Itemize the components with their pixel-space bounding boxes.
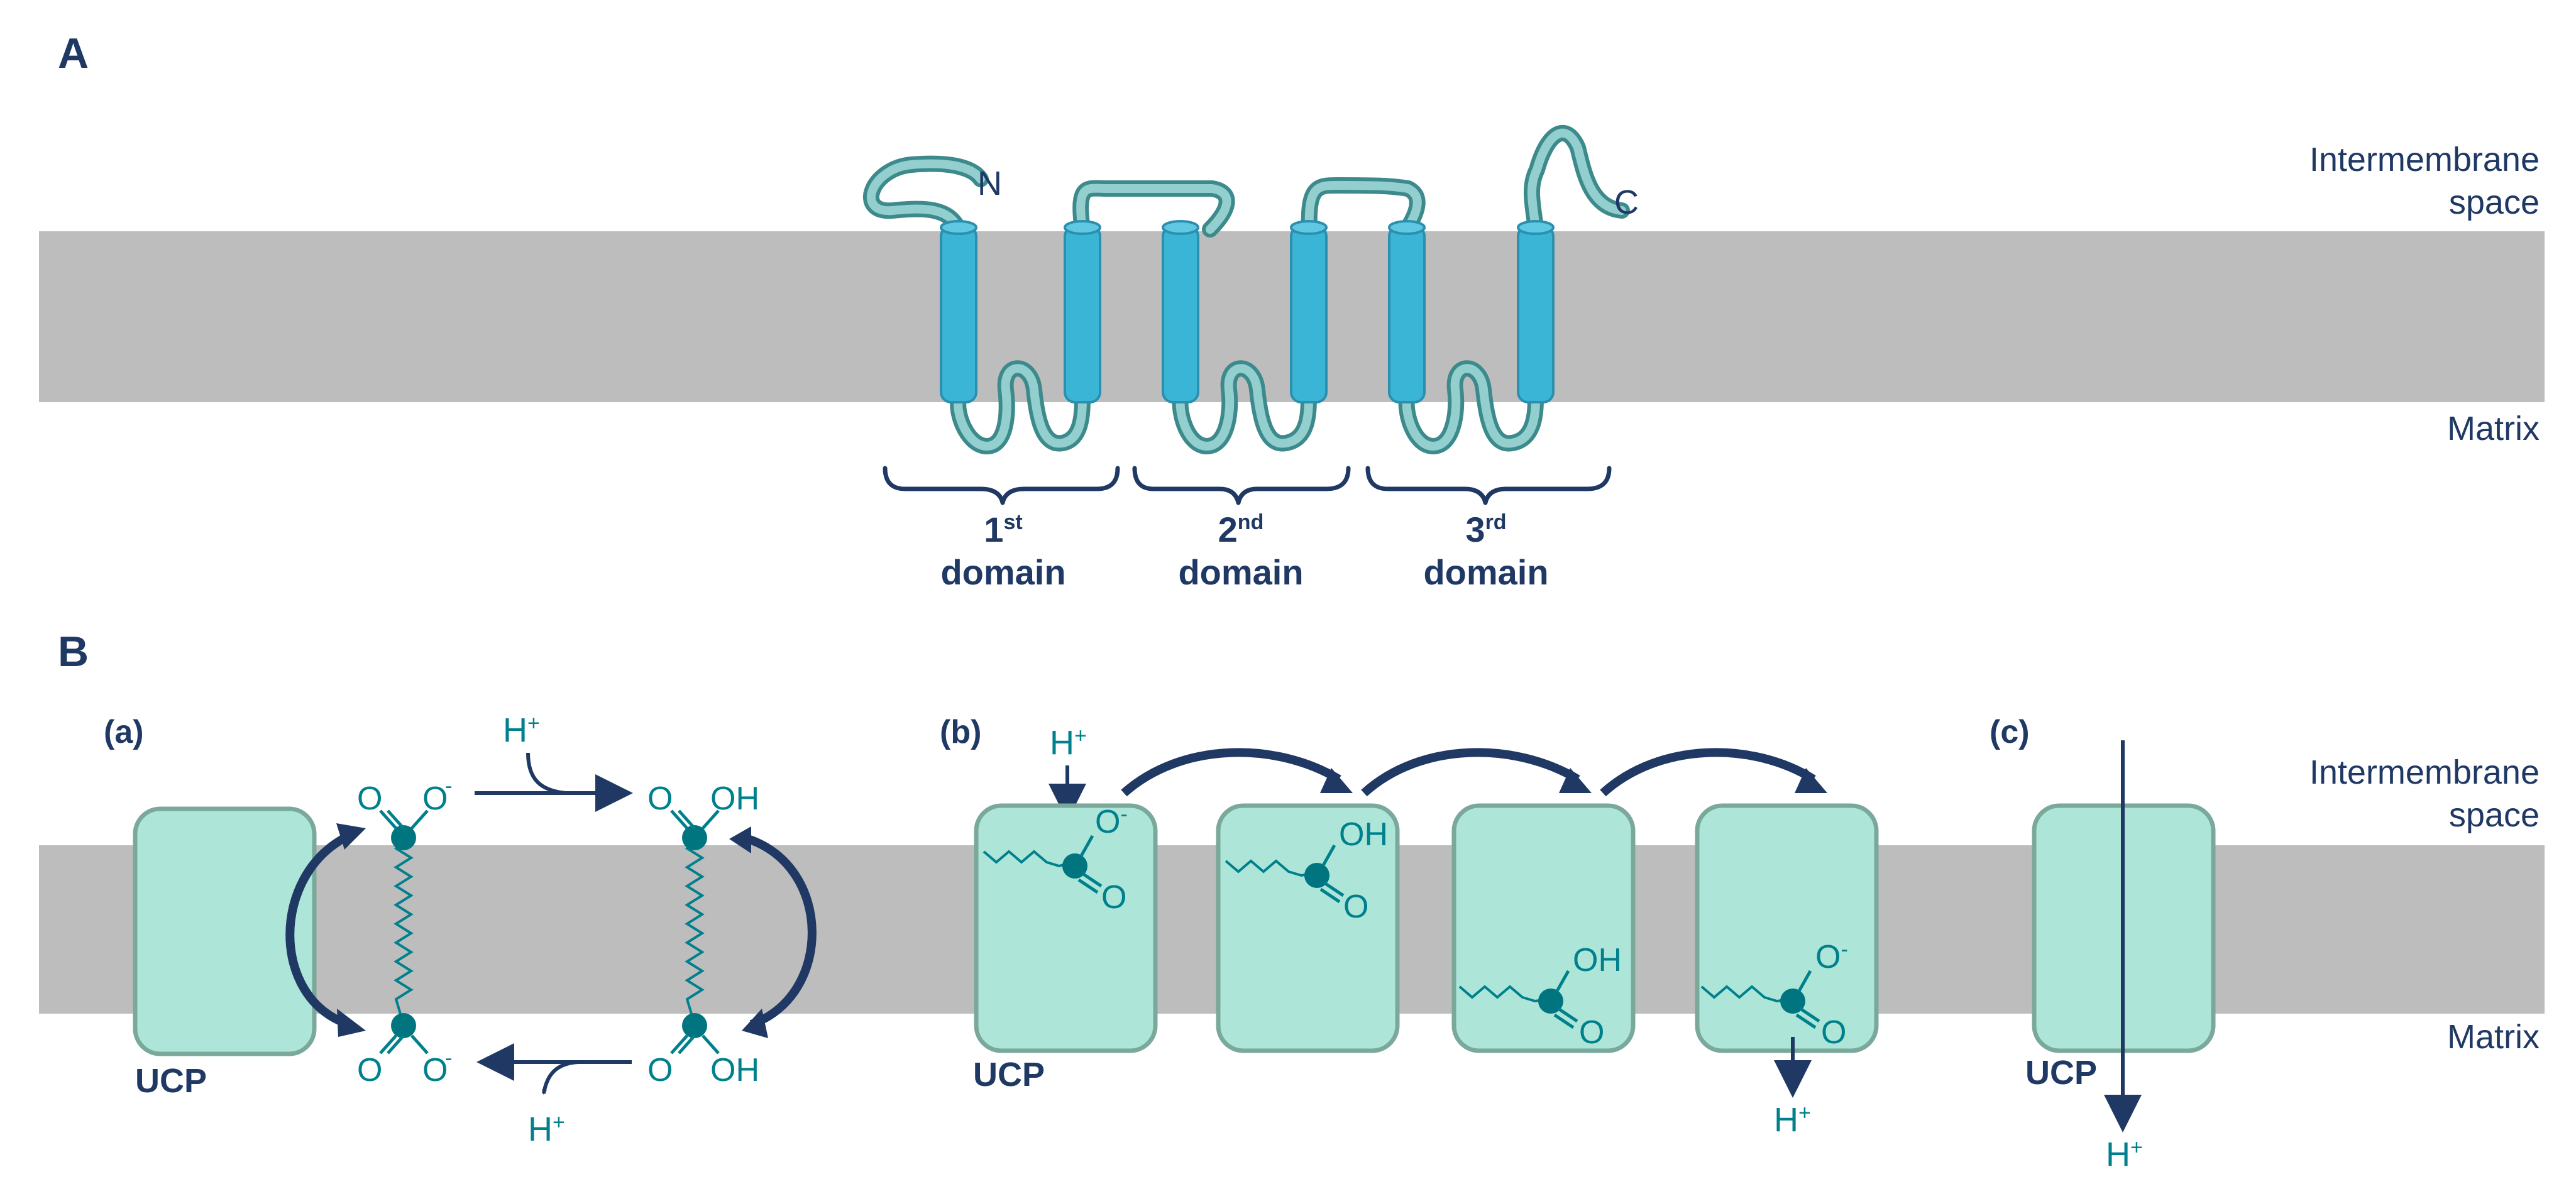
transfer-arrow-3 — [1600, 748, 1816, 797]
panel-b-intermembrane-label: Intermembrane — [2309, 753, 2540, 791]
flip-arrow-right — [746, 835, 817, 1029]
helix-5 — [1388, 220, 1426, 403]
svg-text:2nd: 2nd — [1218, 510, 1264, 549]
panel-a-matrix-label: Matrix — [2447, 410, 2540, 447]
flip-arrowhead-right-top — [729, 826, 751, 853]
domain-3-brace — [1365, 466, 1612, 505]
helix-4 — [1290, 220, 1328, 403]
svg-text:O: O — [1343, 889, 1368, 925]
svg-text:O: O — [1579, 1014, 1604, 1051]
flip-arrowhead-left-bottom — [337, 1009, 366, 1037]
svg-text:1st: 1st — [984, 510, 1022, 549]
fatty-acid-anion: O O - O O - — [357, 774, 452, 1088]
svg-text:O: O — [1101, 879, 1126, 916]
sub-b-molecule-1: O- O — [983, 803, 1128, 916]
sub-b-molecule-3: OH O — [1458, 942, 1622, 1051]
sub-a-ucp-box — [133, 806, 317, 1056]
sub-a-label: (a) — [104, 714, 144, 750]
svg-text:O: O — [647, 781, 673, 817]
c-terminus-label: C — [1614, 184, 1639, 221]
n-terminus-label: N — [977, 165, 1002, 202]
helix-1 — [940, 220, 977, 403]
protein-loops — [863, 124, 1630, 454]
flip-arrowhead-left — [336, 823, 366, 850]
panel-b-letter: B — [58, 628, 89, 676]
svg-text:O-: O- — [1815, 938, 1848, 975]
svg-text:O: O — [357, 781, 382, 817]
panel-b-matrix-label: Matrix — [2447, 1018, 2540, 1056]
svg-text:-: - — [445, 774, 452, 798]
panel-a-intermembrane-label-line2: space — [2449, 184, 2540, 221]
helix-2 — [1064, 220, 1101, 403]
flip-arrowhead-right — [742, 1009, 768, 1038]
sub-c-ucp-label: UCP — [2025, 1054, 2097, 1092]
helix-3 — [1162, 220, 1199, 403]
sub-c-label: (c) — [1990, 714, 2030, 750]
sub-b-box-4 — [1695, 803, 1879, 1053]
svg-text:O: O — [647, 1052, 673, 1088]
svg-text:3rd: 3rd — [1465, 510, 1506, 549]
panel-b: B Intermembrane space Matrix (a) UCP — [39, 628, 2545, 1173]
panel-a: A Intermembrane space Matrix — [39, 30, 2545, 592]
sub-b-h-top: H+ — [1050, 724, 1087, 762]
svg-text:domain: domain — [1178, 552, 1303, 592]
svg-text:OH: OH — [710, 781, 759, 817]
svg-text:O-: O- — [1095, 803, 1128, 840]
sub-panel-a: (a) UCP O O - O O — [104, 711, 817, 1148]
panel-b-intermembrane-label-line2: space — [2449, 796, 2540, 834]
domain-2-brace — [1132, 466, 1351, 505]
svg-text:O: O — [357, 1052, 382, 1088]
sub-panel-c: (c) UCP H+ — [1990, 714, 2216, 1173]
h-out-curve — [542, 1060, 579, 1095]
transmembrane-helices — [940, 220, 1555, 403]
h-in-curve — [526, 752, 566, 795]
transfer-arrow-1 — [1121, 748, 1341, 797]
sub-b-box-3 — [1451, 803, 1636, 1053]
svg-text:O: O — [1821, 1014, 1846, 1051]
svg-text:OH: OH — [1573, 942, 1622, 978]
svg-text:OH: OH — [710, 1052, 759, 1088]
flip-arrow-left-top — [285, 831, 351, 1029]
svg-text:O: O — [422, 781, 448, 817]
domain-1-brace — [883, 466, 1120, 505]
svg-text:domain: domain — [940, 552, 1065, 592]
domain-1-label: 1st domain — [940, 510, 1065, 592]
sub-panel-b: (b) H+ UCP O- O — [940, 714, 1879, 1139]
fatty-acid-protonated: O OH O OH — [647, 781, 759, 1088]
sub-b-molecule-4: O- O — [1700, 938, 1848, 1051]
sub-c-h-label: H+ — [2106, 1136, 2143, 1173]
h-top-label: H+ — [503, 711, 540, 749]
svg-text:O: O — [422, 1052, 448, 1088]
domain-2-label: 2nd domain — [1178, 510, 1303, 592]
svg-text:OH: OH — [1339, 816, 1388, 853]
svg-text:domain: domain — [1423, 552, 1548, 592]
domain-3-label: 3rd domain — [1423, 510, 1548, 592]
sub-a-ucp-label: UCP — [135, 1062, 207, 1100]
sub-b-label: (b) — [940, 714, 981, 750]
sub-b-box-1 — [974, 803, 1158, 1053]
sub-b-ucp-label: UCP — [973, 1056, 1045, 1093]
svg-text:-: - — [445, 1046, 452, 1070]
sub-b-molecule-2: OH O — [1225, 816, 1388, 925]
panel-a-intermembrane-label: Intermembrane — [2309, 141, 2540, 178]
panel-a-letter: A — [58, 30, 89, 77]
sub-b-h-bottom: H+ — [1774, 1101, 1811, 1139]
helix-6 — [1517, 220, 1555, 403]
transfer-arrow-2 — [1361, 748, 1580, 797]
h-bottom-label: H+ — [528, 1110, 565, 1148]
sub-b-box-2 — [1216, 803, 1400, 1053]
